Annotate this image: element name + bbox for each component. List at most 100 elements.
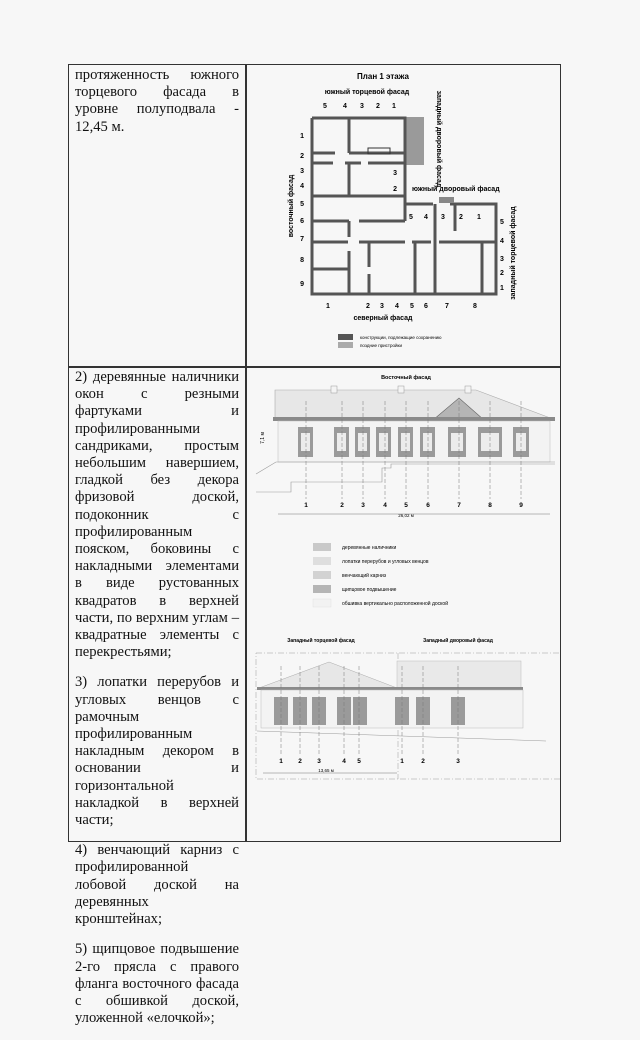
svg-text:3: 3 [317, 758, 321, 765]
svg-text:2: 2 [459, 214, 463, 221]
row1-paragraph: протяженность южного торцевого фасада в … [75, 67, 239, 135]
svg-text:венчающий карниз: венчающий карниз [342, 572, 387, 579]
plan-bottom-label: северный фасад [354, 314, 414, 322]
svg-text:5: 5 [500, 219, 504, 226]
late-addition-block [405, 117, 424, 165]
svg-text:5: 5 [404, 502, 408, 509]
plan-top-numbers: 5 4 3 2 1 [323, 103, 396, 110]
svg-text:3: 3 [360, 103, 364, 110]
svg-text:6: 6 [424, 303, 428, 310]
plan-legend: конструкции, подлежащие сохранению поздн… [338, 334, 442, 348]
plan-south-yard-label: южный дворовый фасад [412, 185, 500, 193]
svg-text:7: 7 [445, 303, 449, 310]
column-divider [245, 65, 247, 841]
svg-text:2: 2 [366, 303, 370, 310]
east-wall [277, 420, 551, 463]
plan-right-numbers: 5 4 3 2 1 [500, 219, 504, 292]
svg-text:2: 2 [298, 758, 302, 765]
east-roof [274, 389, 554, 420]
paragraph-3: 3) лопатки перерубов и угловых венцов с … [75, 674, 239, 829]
svg-text:2: 2 [500, 270, 504, 277]
svg-text:1: 1 [500, 285, 504, 292]
svg-text:4: 4 [300, 183, 304, 190]
svg-text:6: 6 [426, 502, 430, 509]
east-axis-numbers: 1 2 3 4 5 6 7 8 9 [304, 502, 523, 509]
svg-text:9: 9 [519, 502, 523, 509]
row1-text-cell: протяженность южного торцевого фасада в … [75, 67, 239, 149]
svg-text:1: 1 [300, 133, 304, 140]
plan-right-label: западный торцевой фасад [509, 206, 517, 300]
svg-text:3: 3 [456, 758, 460, 765]
plan-title: План 1 этажа [357, 72, 409, 81]
plan-west-yard-label: западный дворовый фасад [435, 91, 443, 188]
svg-text:9: 9 [300, 281, 304, 288]
paragraph-4: 4) венчающий карниз с профилированной ло… [75, 842, 239, 928]
svg-text:щипцовое подвышение: щипцовое подвышение [342, 587, 397, 593]
svg-text:5: 5 [323, 103, 327, 110]
svg-text:4: 4 [395, 303, 399, 310]
svg-text:1: 1 [392, 103, 396, 110]
plan-bottom-numbers: 1 2 3 4 5 6 7 8 [326, 303, 477, 310]
east-facade-title: Восточный фасад [381, 374, 431, 381]
svg-text:поздние пристройки: поздние пристройки [360, 342, 402, 348]
svg-text:4: 4 [342, 758, 346, 765]
row-divider [69, 366, 560, 368]
porch-block [439, 197, 454, 203]
stair-icon [367, 147, 391, 155]
svg-text:1: 1 [400, 758, 404, 765]
facade-drawings: Восточный фасад 7,1 м 1 2 3 4 [255, 374, 560, 780]
svg-text:обшивка вертикально расположен: обшивка вертикально расположенной доской [342, 600, 448, 607]
west-yard-facade-title: Западный дворовый фасад [423, 637, 494, 644]
svg-text:4: 4 [500, 238, 504, 245]
east-width-label: 26,02 м [398, 513, 414, 518]
svg-text:3: 3 [441, 214, 445, 221]
floor-plan-figure: План 1 этажа южный торцевой фасад 5 4 3 … [287, 72, 517, 348]
plan-inner-numbers: 3 2 [393, 170, 397, 193]
svg-text:7: 7 [457, 502, 461, 509]
svg-text:8: 8 [488, 502, 492, 509]
svg-text:5: 5 [409, 214, 413, 221]
plan-top-label: южный торцевой фасад [325, 88, 410, 96]
row2-text-cell: 2) деревянные наличники окон с резными ф… [75, 369, 239, 1040]
svg-text:1: 1 [326, 303, 330, 310]
svg-text:3: 3 [393, 170, 397, 177]
svg-text:3: 3 [361, 502, 365, 509]
svg-text:7: 7 [300, 236, 304, 243]
svg-text:4: 4 [343, 103, 347, 110]
svg-text:1: 1 [477, 214, 481, 221]
svg-text:5: 5 [357, 758, 361, 765]
svg-text:5: 5 [300, 201, 304, 208]
svg-text:4: 4 [383, 502, 387, 509]
plan-left-numbers: 1 2 3 4 5 6 7 8 9 [300, 133, 304, 288]
west-axis-numbers: 1 2 3 4 5 1 2 3 [279, 758, 460, 765]
plan-south-yard-numbers: 5 4 3 2 1 [409, 214, 481, 221]
west-width-label: 13,65 м [318, 768, 334, 773]
east-height-label: 7,1 м [260, 432, 266, 444]
paragraph-5: 5) щипцовое подвышение 2-го прясла с пра… [75, 941, 239, 1027]
document-table: протяженность южного торцевого фасада в … [68, 64, 561, 1026]
svg-text:5: 5 [410, 303, 414, 310]
svg-text:2: 2 [376, 103, 380, 110]
svg-text:2: 2 [393, 186, 397, 193]
svg-text:2: 2 [340, 502, 344, 509]
svg-text:8: 8 [473, 303, 477, 310]
east-cornice [273, 417, 555, 421]
svg-text:3: 3 [300, 168, 304, 175]
facade-legend: деревянные наличники лопатки перерубов и… [312, 543, 448, 608]
paragraph-2: 2) деревянные наличники окон с резными ф… [75, 369, 239, 661]
plan-left-label: восточный фасад [287, 174, 295, 237]
svg-text:2: 2 [421, 758, 425, 765]
svg-text:1: 1 [279, 758, 283, 765]
svg-text:6: 6 [300, 218, 304, 225]
svg-text:8: 8 [300, 257, 304, 264]
svg-text:3: 3 [500, 256, 504, 263]
west-end-facade-title: Западный торцевой фасад [287, 637, 355, 644]
svg-text:конструкции, подлежащие сохран: конструкции, подлежащие сохранению [360, 335, 442, 340]
plan-walls [310, 116, 498, 296]
svg-text:3: 3 [380, 303, 384, 310]
svg-text:лопатки перерубов и угловых ве: лопатки перерубов и угловых венцов [342, 559, 429, 565]
svg-text:деревянные наличники: деревянные наличники [342, 545, 396, 551]
svg-text:4: 4 [424, 214, 428, 221]
svg-text:1: 1 [304, 502, 308, 509]
svg-text:2: 2 [300, 153, 304, 160]
